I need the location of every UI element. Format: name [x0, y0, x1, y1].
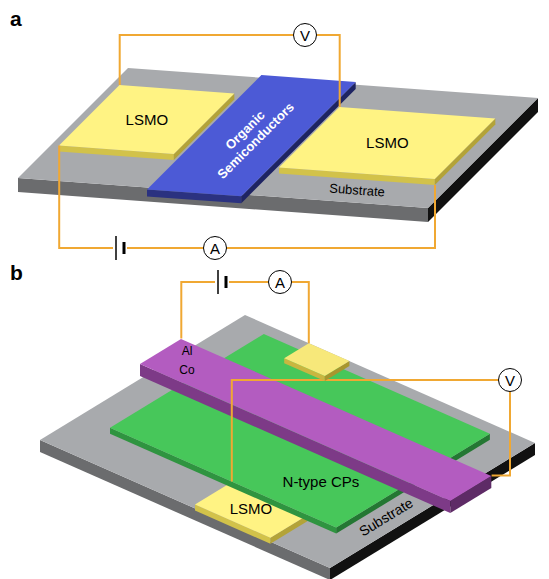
part-label: Al [182, 345, 193, 359]
battery-plate [123, 242, 126, 254]
top-face [40, 315, 535, 568]
pad-side [284, 358, 325, 381]
battery-plate [115, 236, 117, 260]
battery-plate [225, 276, 228, 288]
part-label: LSMO [366, 134, 409, 151]
ammeter: A [268, 270, 292, 294]
pad-side [325, 361, 350, 381]
top-face [140, 339, 491, 501]
circuit-wire [232, 380, 498, 482]
meter-letter: A [210, 241, 220, 256]
voltmeter: V [498, 368, 522, 392]
meter-letter: V [300, 28, 310, 43]
part-label: N-type CPs [283, 473, 360, 490]
battery-gap [215, 270, 229, 294]
wire [292, 282, 309, 343]
lsmo-electrode: LSMO [279, 107, 495, 185]
meter-letter: A [275, 275, 285, 290]
circuit-wire [317, 35, 340, 107]
circuit-wire [492, 392, 510, 476]
back-contact-pad [284, 343, 349, 376]
circuit-wire [120, 35, 293, 85]
part-label: LSMO [126, 111, 169, 128]
circuit-wire [59, 146, 203, 248]
ammeter: A [203, 236, 227, 260]
voltmeter: V [293, 23, 317, 47]
part-label: LSMO [230, 501, 273, 518]
circuit-wire [181, 282, 268, 339]
panel-label: b [10, 262, 23, 283]
part-label: Co [179, 364, 194, 378]
top-face [279, 107, 495, 179]
battery-gap [113, 236, 127, 260]
top-face [18, 68, 538, 208]
circuit-wire [227, 185, 435, 248]
meter-letter: V [505, 373, 515, 388]
battery-plate [217, 270, 219, 294]
panel-label: a [10, 8, 22, 29]
